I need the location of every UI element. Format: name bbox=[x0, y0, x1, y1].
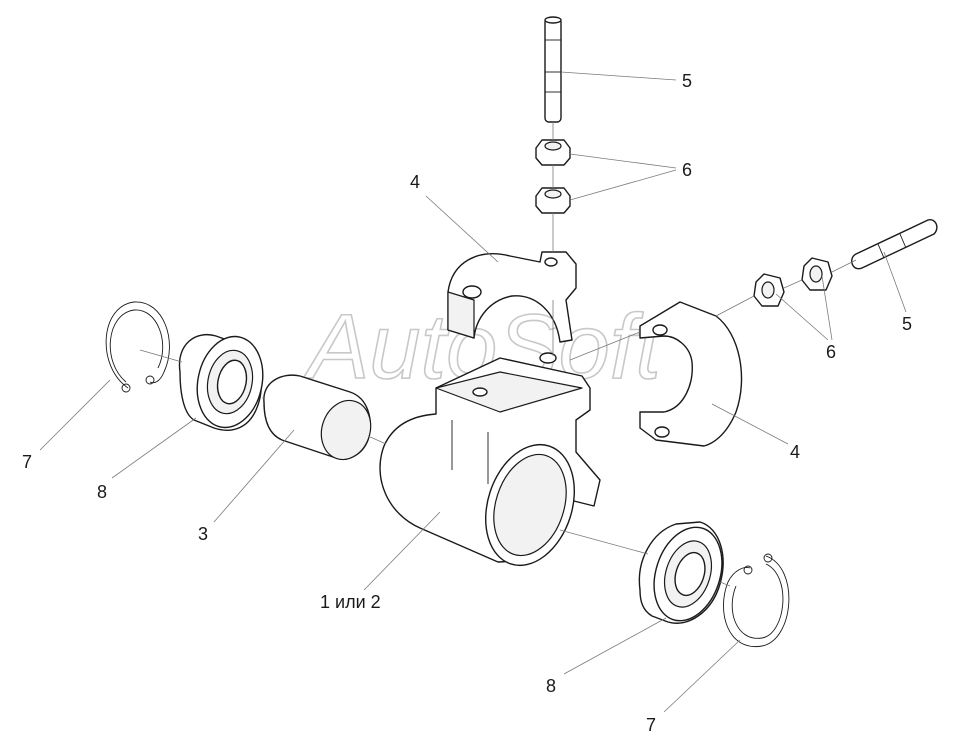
callout-stud-right: 5 bbox=[902, 314, 912, 334]
leader-lines bbox=[39, 71, 907, 713]
cap-right bbox=[639, 301, 743, 447]
callout-cap-top: 4 bbox=[410, 172, 420, 192]
callout-bushing: 3 bbox=[198, 524, 208, 544]
bearing-right bbox=[638, 521, 724, 624]
center-lines bbox=[139, 122, 857, 587]
callout-ring-left: 7 bbox=[22, 452, 32, 472]
housing bbox=[379, 352, 601, 567]
bushing bbox=[263, 374, 372, 461]
callout-bearing-left: 8 bbox=[97, 482, 107, 502]
callout-housing: 1 или 2 bbox=[320, 592, 381, 612]
snap-ring-left bbox=[105, 301, 170, 393]
nut-top-lower bbox=[535, 187, 571, 214]
stud-top bbox=[544, 16, 562, 123]
nut-right-outer bbox=[801, 257, 833, 291]
snap-ring-right bbox=[723, 553, 790, 647]
cap-top bbox=[447, 251, 577, 343]
callout-cap-right: 4 bbox=[790, 442, 800, 462]
bearing-left bbox=[178, 334, 264, 431]
callout-stud-top: 5 bbox=[682, 71, 692, 91]
callout-ring-right: 7 bbox=[646, 715, 656, 735]
callout-nuts-top: 6 bbox=[682, 160, 692, 180]
nut-right-inner bbox=[753, 273, 785, 307]
stud-right bbox=[851, 219, 938, 270]
callout-bearing-right: 8 bbox=[546, 676, 556, 696]
nut-top-upper bbox=[535, 139, 571, 166]
callout-nuts-right: 6 bbox=[826, 342, 836, 362]
